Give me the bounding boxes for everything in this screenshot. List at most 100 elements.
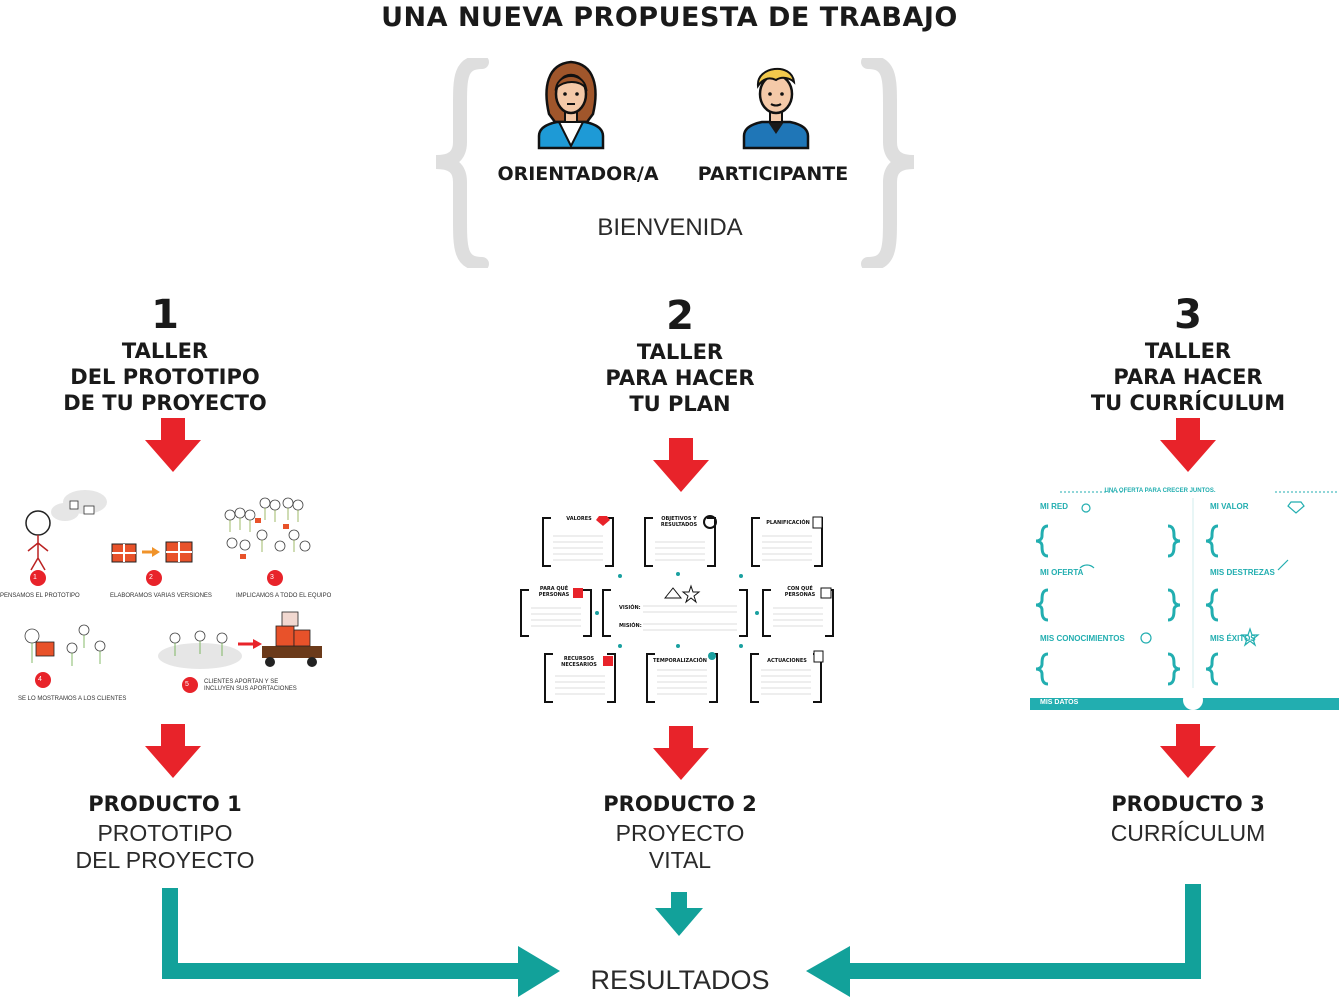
wrench-icon [1277,559,1289,571]
prototype-drawing [24,490,322,693]
workshop-1-number: 1 [151,292,179,338]
thinking-person-icon [25,490,107,571]
handshake-icon [820,587,832,599]
prototype-illustration: 1 2 3 4 5 PENSAMOS EL PROTOTIPO ELABORAM… [0,488,335,710]
step-number: 1 [33,574,37,581]
down-arrow-icon [1160,418,1216,472]
down-arrow-icon [653,438,709,492]
plan-box-recursos: RECURSOS NECESARIOS [561,656,597,668]
boxes-icon [111,541,193,563]
workshop-2-title-line: TU PLAN [629,392,731,416]
plan-box-valores: VALORES [566,516,592,522]
left-arrow-icon [842,884,1201,979]
step-caption: CLIENTES APORTAN Y SE INCLUYEN SUS APORT… [204,679,297,692]
show-clients-icon [24,624,106,654]
orientador-label: ORIENTADOR/A [497,163,659,185]
down-arrow-icon [145,724,201,778]
plan-box-vision: VISIÓN: [619,605,641,611]
handshake-icon [1079,564,1095,569]
resultados-label: RESULTADOS [590,965,770,995]
workshop-1-title-line: DE TU PROYECTO [63,391,267,415]
down-arrow-icon [655,892,703,936]
network-icon [1081,503,1091,513]
product-1-title: PRODUCTO 1 [88,792,242,816]
down-arrow-icon [145,418,201,472]
workshop-2-title-line: TALLER [636,340,724,364]
participante-label: PARTICIPANTE [697,163,849,185]
product-2-title: PRODUCTO 2 [603,792,757,816]
workshop-2-number: 2 [666,293,694,339]
document-icon [812,516,823,529]
cv-section-mi-oferta: MI OFERTA [1040,568,1084,577]
step-number: 5 [185,681,189,688]
location-pin-icon [708,652,716,660]
thought-cloud-icon [158,643,242,669]
gem-icon [1287,501,1305,514]
cv-section-mi-red: MI RED [1040,502,1068,511]
workshop-3-title-line: TU CURRÍCULUM [1090,391,1286,415]
participante-avatar-icon [742,67,810,150]
plan-box-planificacion: PLANIFICACIÓN [766,520,810,526]
plan-canvas-lines [520,515,834,703]
product-1-subtitle-line: DEL PROYECTO [75,847,255,873]
workshop-3-number: 3 [1174,292,1202,338]
step-caption: SE LO MOSTRAMOS A LOS CLIENTES [18,696,127,702]
workshop-3-title-line: PARA HACER [1113,365,1263,389]
plan-box-actuaciones: ACTUACIONES [767,658,807,664]
lightbulb-icon [1140,632,1152,644]
plan-box-mision: MISIÓN: [619,623,642,629]
cv-canvas-lines [1030,491,1339,710]
star-icon [1240,627,1260,647]
right-arrow-icon [162,888,525,979]
right-brace-icon [861,58,915,268]
step-caption: PENSAMOS EL PROTOTIPO [0,593,80,599]
cv-section-mis-destrezas: MIS DESTREZAS [1210,568,1275,577]
product-3-subtitle-line: CURRÍCULUM [1110,820,1266,846]
cv-header: UNA OFERTA PARA CRECER JUNTOS. [1104,488,1216,494]
left-brace-icon [435,58,489,268]
step-number: 4 [38,676,42,683]
plan-box-temporalizacion: TEMPORALIZACIÓN [653,658,707,664]
cv-canvas: UNA OFERTA PARA CRECER JUNTOS. MI RED MI… [1030,488,1339,710]
step-number: 2 [149,574,153,581]
document-icon [813,650,824,663]
prototype-box-icon [35,641,55,657]
workshop-1-title-line: DEL PROTOTIPO [70,365,260,389]
step-number: 3 [270,574,274,581]
down-arrow-icon [1160,724,1216,778]
product-3: PRODUCTO 3 CURRÍCULUM [1078,792,1298,847]
workshop-2-title-line: PARA HACER [605,366,755,390]
plan-canvas: VALORES OBJETIVOS Y RESULTADOS PLANIFICA… [515,506,840,706]
product-2: PRODUCTO 2 PROYECTO VITAL [570,792,790,874]
mountain-star-icon [663,584,701,604]
welcome-bracket [435,58,915,268]
product-3-title: PRODUCTO 3 [1111,792,1265,816]
step-caption: IMPLICAMOS A TODO EL EQUIPO [236,593,332,599]
workshop-1-header: 1 TALLER DEL PROTOTIPO DE TU PROYECTO [55,292,275,416]
people-icon [573,588,583,598]
box-icon [603,656,613,666]
team-icon [224,497,311,552]
product-1-subtitle-line: PROTOTIPO [97,820,233,846]
product-1: PRODUCTO 1 PROTOTIPO DEL PROYECTO [55,792,275,874]
cart-icon [262,611,322,667]
plan-box-con-que: CON QUÉ PERSONAS [784,586,816,598]
plan-box-para-que: PARA QUÉ PERSONAS [538,586,570,598]
step-caption: ELABORAMOS VARIAS VERSIONES [110,593,212,599]
workshop-3-header: 3 TALLER PARA HACER TU CURRÍCULUM [1068,292,1308,416]
target-icon [703,515,717,529]
workshop-2-header: 2 TALLER PARA HACER TU PLAN [570,293,790,417]
results-arrows [162,884,1201,997]
cv-section-mis-exitos: MIS ÉXITOS [1210,634,1256,643]
bienvenida-label: BIENVENIDA [597,214,743,241]
page-title: UNA NUEVA PROPUESTA DE TRABAJO [381,2,958,33]
orientador-avatar-icon [537,60,605,150]
product-2-subtitle-line: VITAL [648,847,712,873]
cv-section-mi-valor: MI VALOR [1210,502,1249,511]
diamond-icon [596,516,610,526]
down-arrow-icon [653,726,709,780]
cv-section-mis-conocimientos: MIS CONOCIMIENTOS [1040,634,1125,643]
cv-footer: MIS DATOS [1040,699,1079,706]
plan-box-objetivos: OBJETIVOS Y RESULTADOS [660,516,698,528]
workshop-3-title-line: TALLER [1144,339,1232,363]
